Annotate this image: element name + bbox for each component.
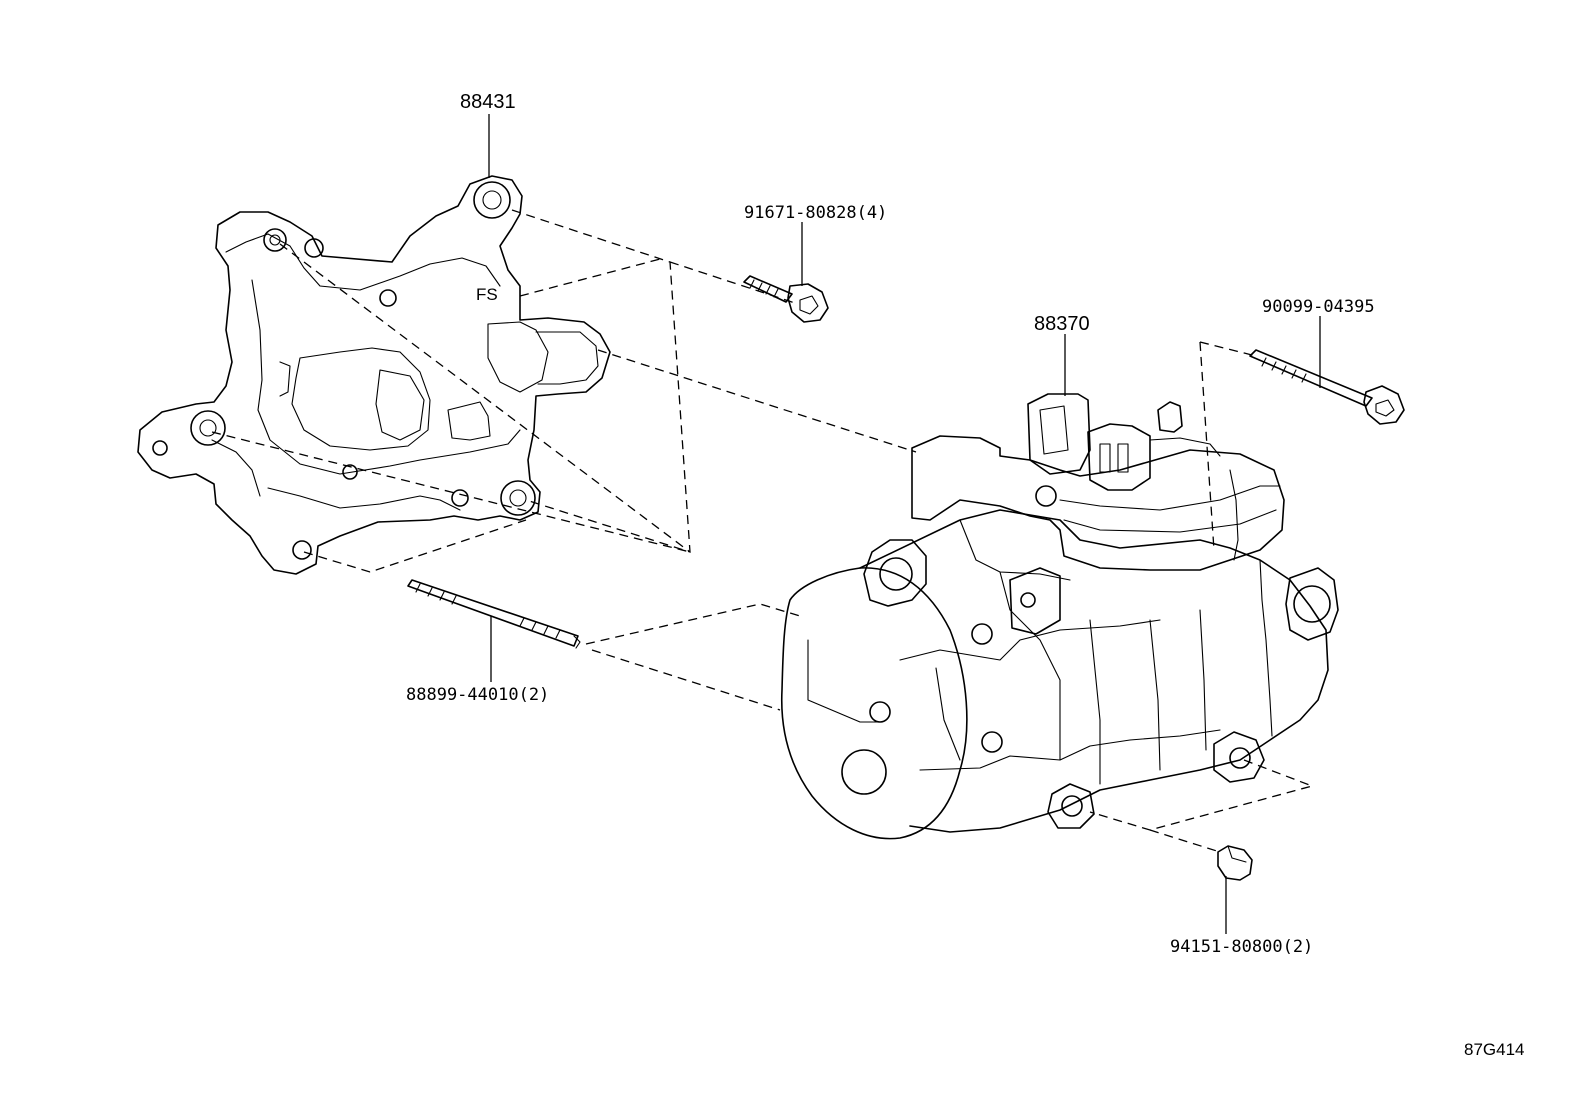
part-label-nut: 94151-80800(2) [1170,937,1313,957]
flange-bolt-icon [743,275,829,323]
part-label-long-bolt: 90099-04395 [1262,297,1375,317]
stud-bolt-icon [407,579,581,649]
part-label-compressor: 88370 [1034,313,1090,335]
long-flange-bolt-icon [1249,349,1405,425]
bracket-icon: FS [137,175,611,575]
leader-lines [488,114,1321,934]
part-label-bracket: 88431 [460,91,516,113]
part-label-flange-bolt: 91671-80828(4) [744,203,887,223]
ac-compressor-icon [780,393,1339,840]
part-label-stud: 88899-44010(2) [406,685,549,705]
figure-code: 87G414 [1464,1040,1525,1059]
nut-icon [1217,845,1253,881]
bracket-marking: FS [476,285,498,304]
assembly-lines [211,209,1315,853]
